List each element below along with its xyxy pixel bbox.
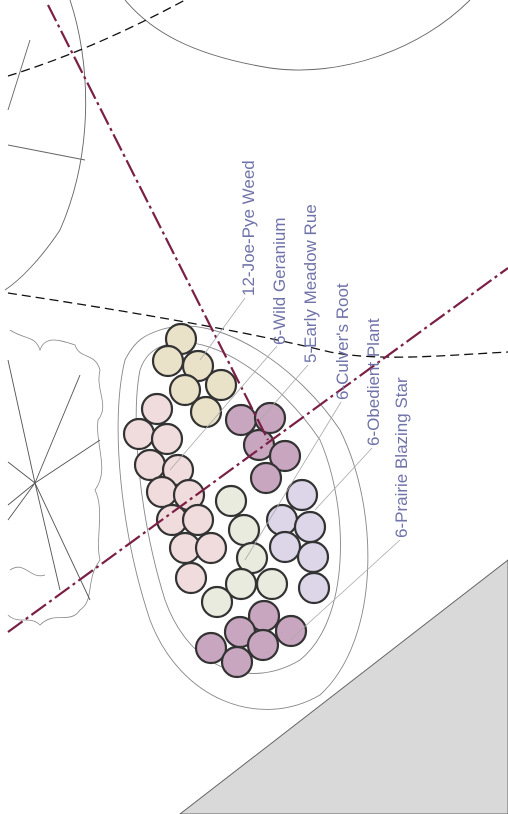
plant-culvers-root-6 — [200, 585, 234, 619]
plant-circles — [122, 322, 331, 679]
paved-area — [179, 559, 508, 814]
label-joe-pye-weed: 12-Joe-Pye Weed — [239, 160, 258, 296]
plant-wild-geranium-2 — [122, 417, 156, 451]
bed-outline-inner — [135, 341, 341, 674]
plant-obedient-plant-4 — [268, 530, 302, 564]
utility-line-diagonal — [7, 267, 508, 633]
plant-culvers-root-1 — [214, 484, 248, 518]
plant-joe-pye-weed-5 — [204, 368, 238, 402]
plant-wild-geranium-12 — [174, 561, 208, 595]
plant-prairie-blazing-star-3 — [194, 631, 228, 665]
plant-early-meadow-rue-5 — [253, 401, 287, 435]
plant-early-meadow-rue-3 — [268, 439, 302, 473]
plant-obedient-plant-1 — [285, 478, 319, 512]
label-obedient-plant: 6-Obedient Plant — [364, 318, 383, 446]
plant-early-meadow-rue-4 — [249, 461, 283, 495]
label-culvers-root: 6-Culver's Root — [333, 283, 352, 400]
plant-wild-geranium-1 — [140, 392, 174, 426]
plant-wild-geranium-11 — [194, 531, 228, 565]
plant-culvers-root-2 — [227, 513, 261, 547]
plant-wild-geranium-6 — [145, 475, 179, 509]
plant-obedient-plant-6 — [297, 571, 331, 605]
label-leaders — [169, 297, 401, 641]
site-linework — [4, 0, 471, 291]
plant-prairie-blazing-star-6 — [274, 614, 308, 648]
plant-obedient-plant-2 — [265, 503, 299, 537]
plant-wild-geranium-9 — [181, 503, 215, 537]
dashed-line-middle — [7, 292, 508, 358]
plant-prairie-blazing-star-4 — [220, 645, 254, 679]
plant-prairie-blazing-star-5 — [246, 628, 280, 662]
label-early-meadow-rue: 5-Early Meadow Rue — [301, 204, 320, 363]
bed-outline-outer — [117, 325, 369, 710]
plant-wild-geranium-3 — [150, 422, 184, 456]
plant-labels: 12-Joe-Pye Weed 6-Wild Geranium 5-Early Me… — [239, 160, 411, 538]
dashed-line-top — [7, 0, 186, 77]
plant-joe-pye-weed-4 — [168, 373, 202, 407]
plant-joe-pye-weed-2 — [151, 344, 185, 378]
tree-canopy — [7, 329, 104, 626]
label-prairie-blazing-star: 6-Prairie Blazing Star — [392, 377, 411, 538]
plant-joe-pye-weed-6 — [189, 395, 223, 429]
utility-line-steep — [47, 4, 269, 441]
plant-obedient-plant-5 — [296, 540, 330, 574]
plant-culvers-root-5 — [255, 567, 289, 601]
plant-wild-geranium-4 — [133, 448, 167, 482]
label-wild-geranium: 6-Wild Geranium — [270, 217, 289, 345]
tree-spokes — [7, 359, 101, 601]
plant-obedient-plant-3 — [293, 510, 327, 544]
